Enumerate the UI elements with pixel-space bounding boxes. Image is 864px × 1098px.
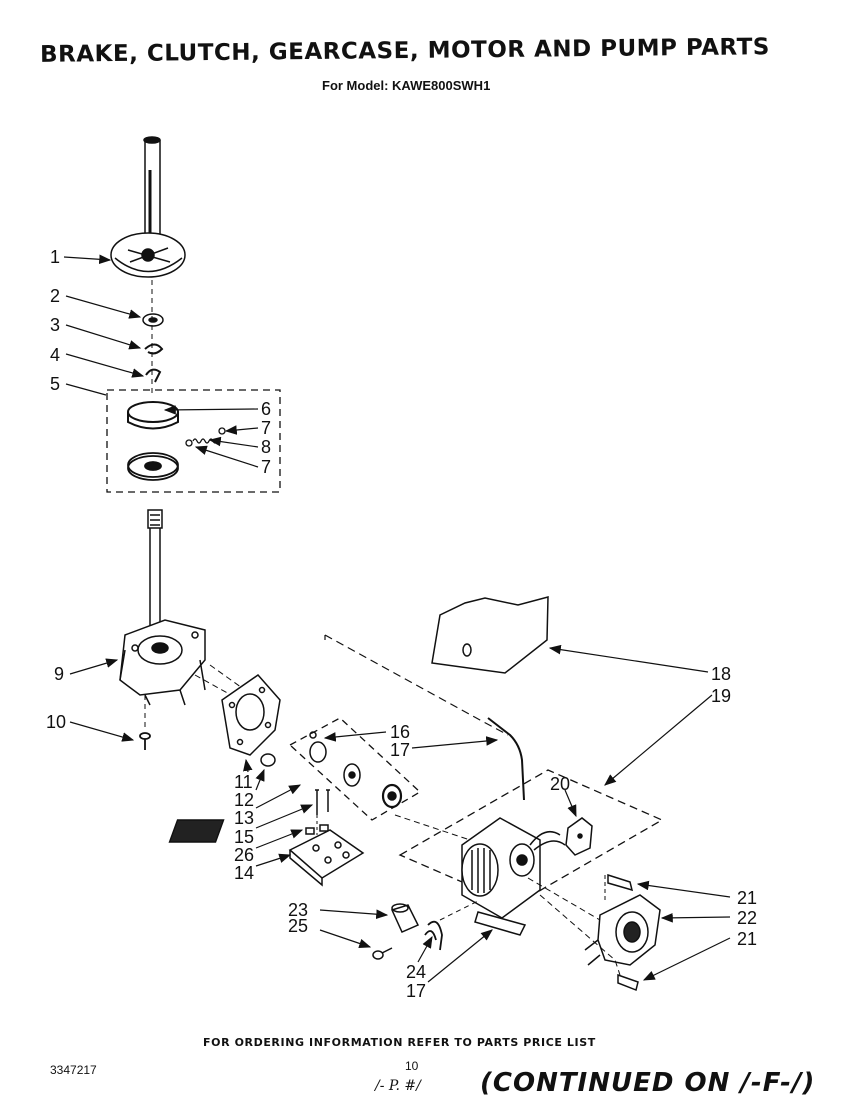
callout-16: 16 (390, 722, 410, 742)
part-21-clip-lower (617, 973, 639, 992)
part-21-clip-upper (607, 873, 634, 892)
callout-26: 26 (234, 845, 254, 865)
callout-6: 6 (261, 399, 271, 419)
callout-7a: 7 (261, 418, 271, 438)
coupler-parts (309, 731, 403, 809)
routing-dashes-upper (324, 634, 509, 736)
part-1-brake-shaft-assembly (110, 136, 186, 278)
callout-14: 14 (234, 863, 254, 883)
brake-disc (127, 452, 179, 481)
callout-17a: 17 (390, 740, 410, 760)
callout-25: 25 (288, 916, 308, 936)
handwritten-note: /- P. #/ (375, 1078, 421, 1094)
callout-10: 10 (46, 712, 66, 732)
callout-9: 9 (54, 664, 64, 684)
callout-20: 20 (550, 774, 570, 794)
model-subtitle: For Model: KAWE800SWH1 (322, 78, 491, 93)
part-9-gearcase (119, 509, 206, 706)
part-17-hose (487, 717, 525, 801)
part-17-strap-lower (474, 911, 527, 936)
part-6-brake-band (127, 401, 179, 430)
part-18-shield (431, 596, 549, 674)
callout-4: 4 (50, 345, 60, 365)
callout-23: 23 (288, 900, 308, 920)
part-5-brake-assembly-box (106, 389, 281, 493)
part-15-bolts (315, 789, 330, 815)
capacitor-guide-dashes (439, 899, 481, 921)
callout-21b: 21 (737, 929, 757, 949)
part-13-coupler-kit-box (288, 717, 422, 821)
part-14-bracket (288, 829, 365, 887)
part-4-clip (145, 368, 162, 383)
motor (168, 817, 566, 919)
document-number: 3347217 (50, 1063, 97, 1077)
callout-22: 22 (737, 908, 757, 928)
callout-7b: 7 (261, 457, 271, 477)
part-10-screw (139, 732, 151, 750)
callout-2: 2 (50, 286, 60, 306)
callout-19: 19 (711, 686, 731, 706)
part-11-bearing (260, 753, 276, 767)
callout-21a: 21 (737, 888, 757, 908)
leader-lines (63, 254, 731, 983)
part-22-pump (584, 894, 661, 966)
part-23-capacitor (390, 903, 420, 933)
part-12-mount-plate (221, 674, 281, 756)
part-3-retainer-ring (144, 343, 164, 355)
callout-3: 3 (50, 315, 60, 335)
part-25-screw (372, 947, 393, 960)
callout-18: 18 (711, 664, 731, 684)
part-8-spring (185, 427, 226, 447)
page-number: 10 (405, 1059, 419, 1073)
part-2-washer (142, 313, 164, 327)
callout-labels: 1 2 3 4 5 6 7 8 7 9 10 11 12 13 15 26 14… (46, 247, 757, 1001)
callout-8: 8 (261, 437, 271, 457)
routing-dashes-lower (394, 814, 471, 841)
callout-1: 1 (50, 247, 60, 267)
callout-5: 5 (50, 374, 60, 394)
part-26-nuts (305, 824, 329, 835)
callout-15: 15 (234, 827, 254, 847)
callout-11: 11 (234, 772, 253, 792)
callout-13: 13 (234, 808, 254, 828)
part-20-switch (565, 817, 593, 856)
continued-note: (CONTINUED ON /-F-/) (480, 1068, 816, 1098)
ordering-info-note: FOR ORDERING INFORMATION REFER TO PARTS … (203, 1036, 596, 1049)
pump-linkage-dashes (527, 877, 621, 976)
callout-24: 24 (406, 962, 426, 982)
callout-17b: 17 (406, 981, 426, 1001)
callout-12: 12 (234, 790, 254, 810)
part-24-clamp (424, 920, 443, 951)
